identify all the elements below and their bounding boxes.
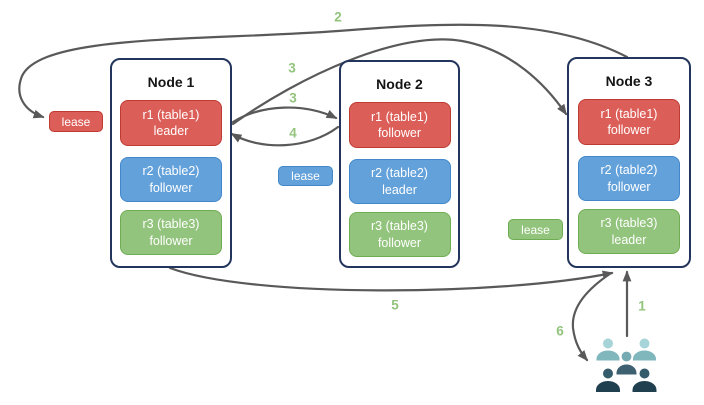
node1-replica-r1-leader: r1 (table1) leader <box>120 100 222 146</box>
step-label-3b: 3 <box>289 90 297 106</box>
replica-role: follower <box>377 235 422 250</box>
users-icon <box>595 337 658 393</box>
step-label-1: 1 <box>638 298 646 314</box>
replica-name: r1 (table1) <box>600 106 658 121</box>
replica-role: follower <box>607 123 651 137</box>
step-label-4: 4 <box>289 125 297 141</box>
arrow-6 <box>571 271 613 362</box>
replica-name: r3 (table3) <box>142 217 200 232</box>
replica-name: r2 (table2) <box>142 164 200 179</box>
replica-role: follower <box>607 179 651 194</box>
replica-role: leader <box>382 182 417 197</box>
node-1-title: Node 1 <box>147 74 195 90</box>
step-label-6: 6 <box>556 323 564 339</box>
arrow-5 <box>168 266 614 292</box>
step-label-2: 2 <box>334 9 342 25</box>
node1-replica-r3-follower: r3 (table3) follower <box>120 210 222 255</box>
replica-name: r3 (table3) <box>371 219 428 234</box>
node1-replica-r2-follower: r2 (table2) follower <box>120 157 222 202</box>
node-2-title: Node 2 <box>376 76 423 92</box>
step-label-5: 5 <box>391 297 399 313</box>
replica-name: r2 (table2) <box>371 166 428 181</box>
node3-replica-r1-follower: r1 (table1) follower <box>578 99 680 145</box>
replica-role: leader <box>611 232 647 247</box>
lease-tag-red: lease <box>49 111 103 132</box>
node-2: Node 2 r1 (table1) follower r2 (table2) … <box>339 60 460 268</box>
step-label-3a: 3 <box>288 60 296 76</box>
replica-name: r2 (table2) <box>600 163 658 178</box>
replica-role: follower <box>377 126 422 140</box>
replica-role: follower <box>149 180 193 195</box>
arrow-3-to-node3 <box>231 38 568 126</box>
node2-replica-r3-follower: r3 (table3) follower <box>348 212 451 257</box>
node-3-title: Node 3 <box>605 73 653 89</box>
node3-replica-r3-leader: r3 (table3) leader <box>578 209 680 254</box>
arrow-2 <box>18 23 629 119</box>
lease-tag-blue: lease <box>278 166 333 186</box>
arrow-3-to-node2 <box>231 106 338 124</box>
arrow-4 <box>230 125 340 147</box>
node2-replica-r2-leader: r2 (table2) leader <box>348 159 451 204</box>
node-1: Node 1 r1 (table1) leader r2 (table2) fo… <box>110 58 232 268</box>
replica-role: follower <box>149 233 193 248</box>
node-3: Node 3 r1 (table1) follower r2 (table2) … <box>567 57 691 268</box>
node2-replica-r1-follower: r1 (table1) follower <box>348 102 451 148</box>
replica-name: r1 (table1) <box>371 109 428 124</box>
lease-tag-green: lease <box>508 219 563 240</box>
node3-replica-r2-follower: r2 (table2) follower <box>578 156 680 201</box>
replica-name: r3 (table3) <box>600 216 658 231</box>
replica-role: leader <box>153 124 189 138</box>
replica-name: r1 (table1) <box>142 107 200 122</box>
